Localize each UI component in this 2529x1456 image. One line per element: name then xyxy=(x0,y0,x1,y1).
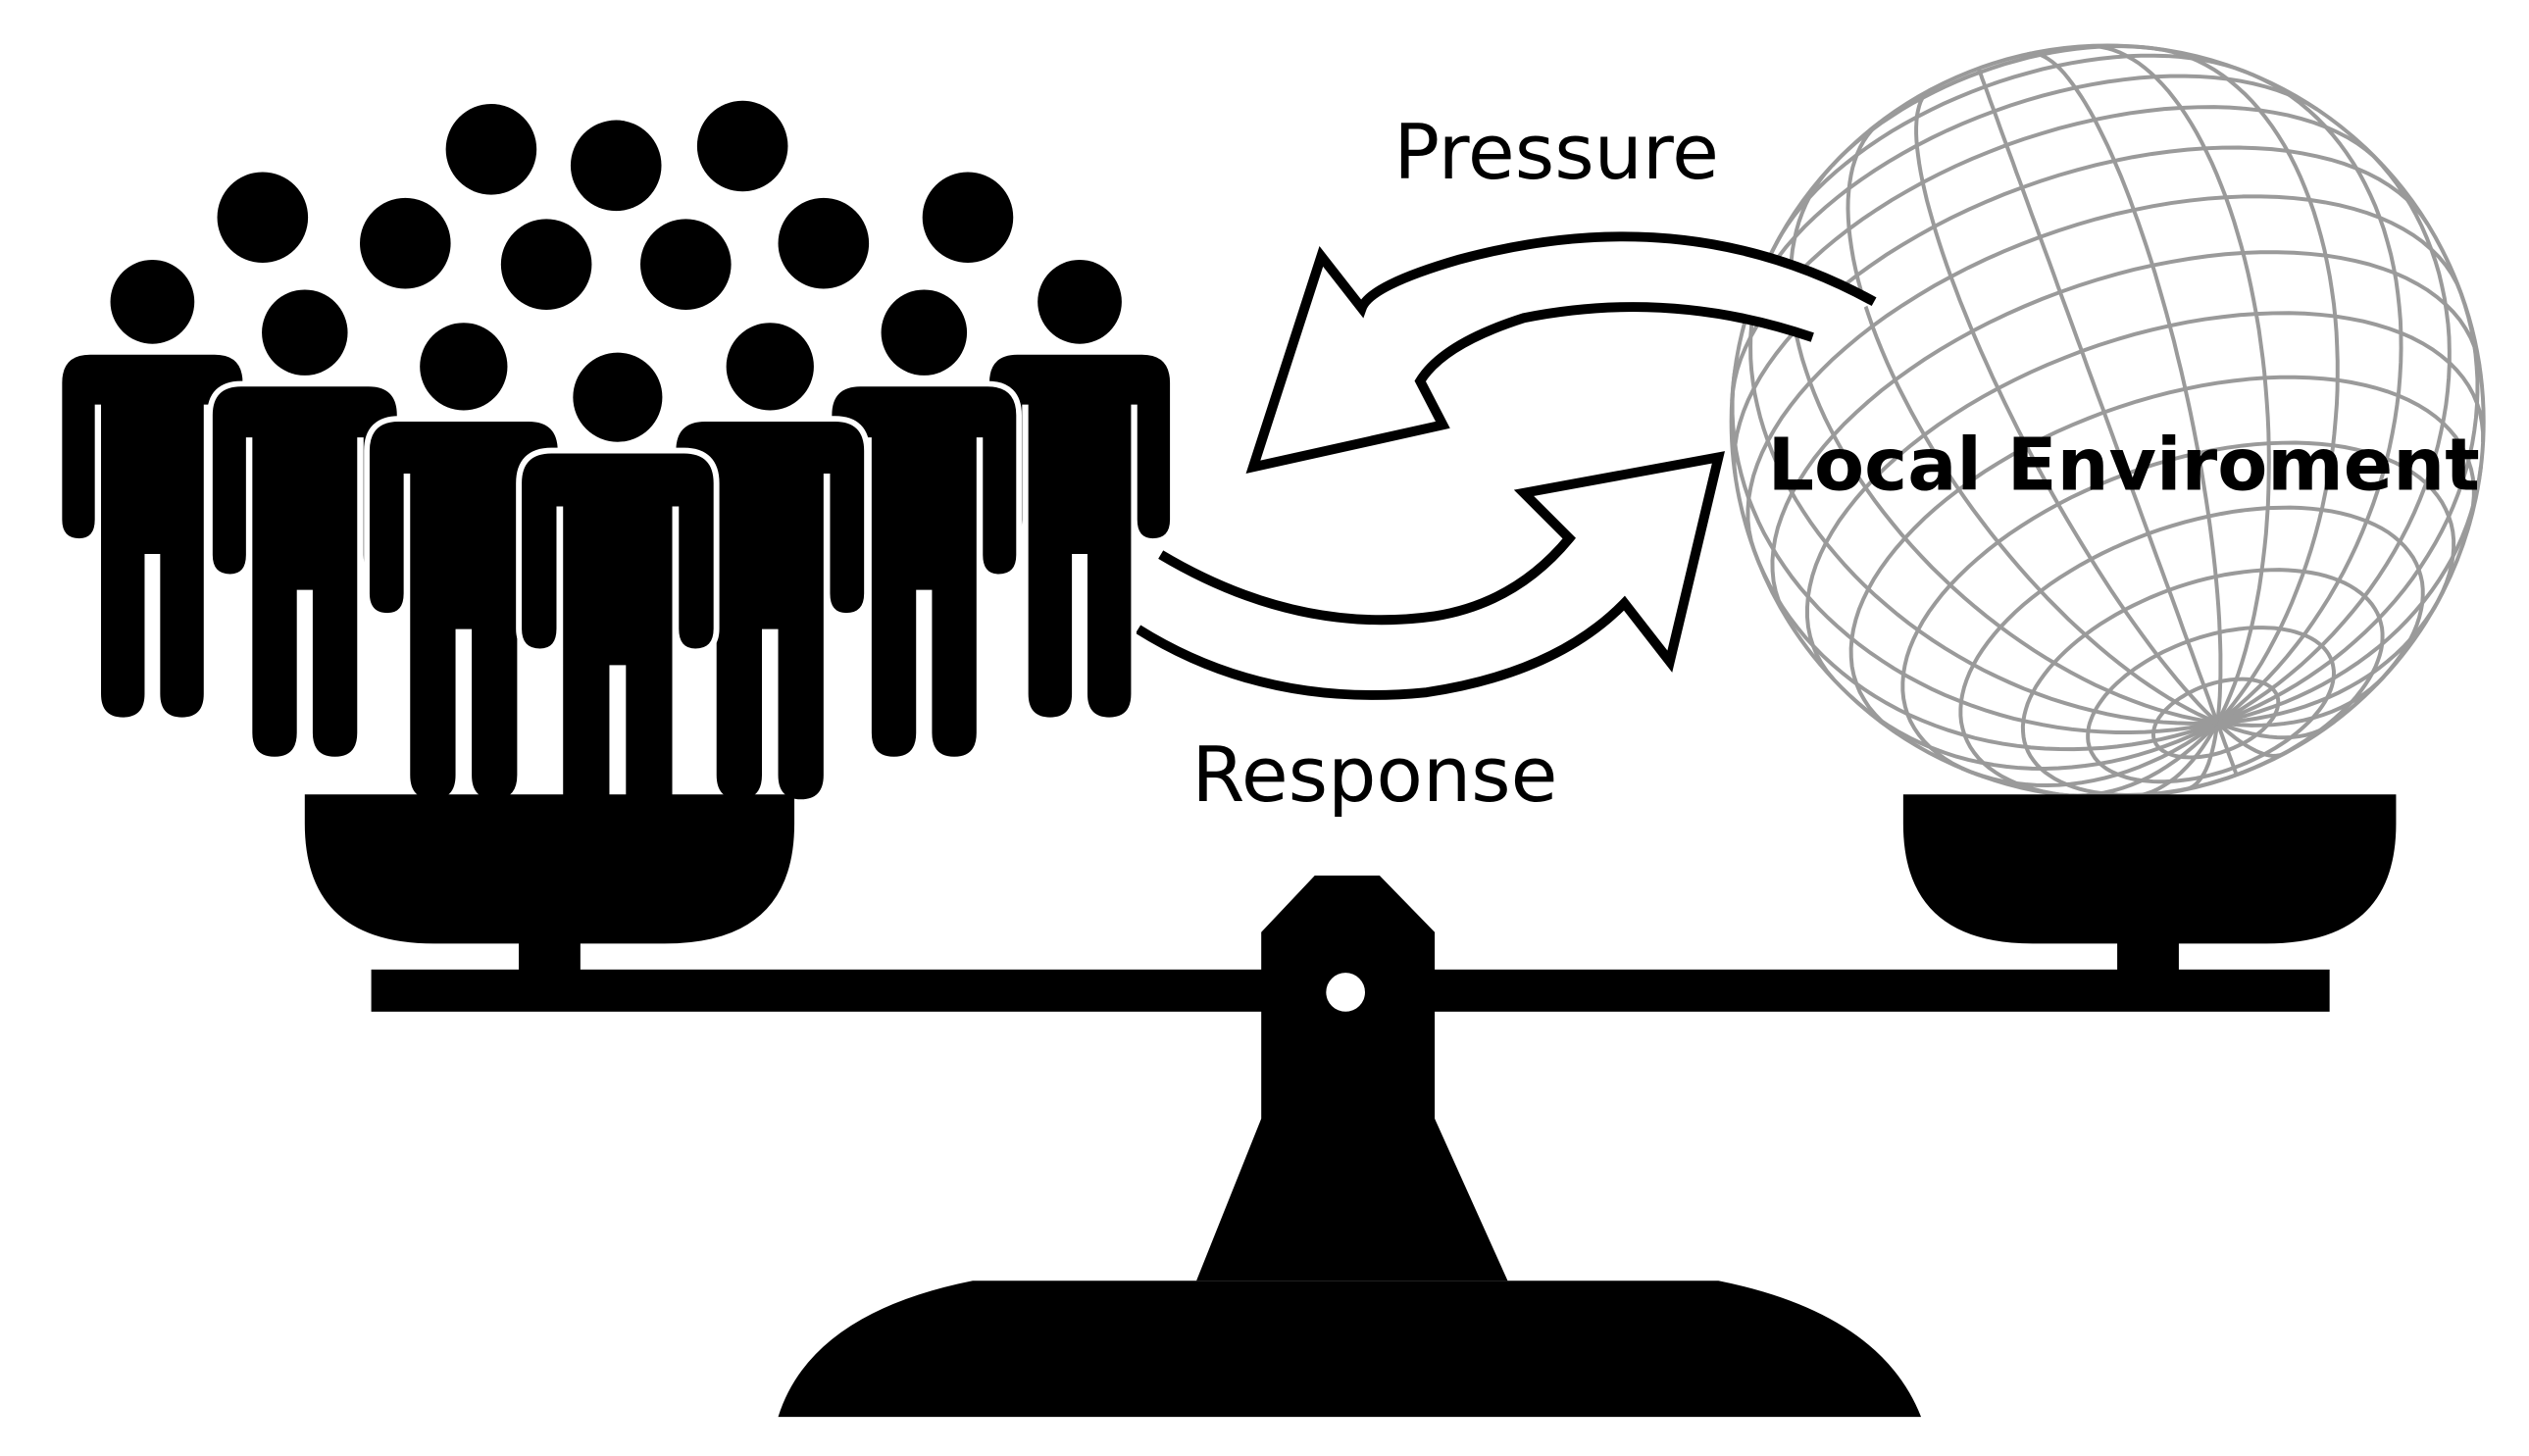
balance-scale-icon xyxy=(304,794,2397,1418)
pressure-arrow xyxy=(1245,231,1877,475)
person-head xyxy=(640,219,732,310)
people-crowd-icon xyxy=(62,100,1170,839)
person-head xyxy=(778,197,870,289)
response-arrow xyxy=(1135,451,1725,700)
person-head xyxy=(217,172,309,264)
person-head xyxy=(360,197,451,289)
globe-grid-line xyxy=(2215,722,2239,777)
globe-grid-line xyxy=(2027,51,2223,724)
globe-grid-line xyxy=(2215,721,2284,758)
globe-grid-line xyxy=(1788,166,2218,726)
globe-grid-line xyxy=(1960,721,2219,788)
scale-base xyxy=(778,1280,1922,1418)
left-scale-pan xyxy=(304,794,795,944)
person-head xyxy=(922,172,1014,264)
globe-grid-line xyxy=(2216,69,2403,725)
right-scale-pan xyxy=(1902,794,2397,944)
globe-grid-line xyxy=(2088,44,2271,725)
globe-grid-line xyxy=(1976,67,2220,724)
globe-grid-line xyxy=(1748,239,2218,726)
globe-grid-line xyxy=(2217,591,2445,726)
person-head xyxy=(445,104,537,195)
response-label: Response xyxy=(1191,731,1557,820)
globe-grid-line xyxy=(1914,87,2219,725)
local-environment-label: Local Enviroment xyxy=(1768,422,2480,507)
globe-grid-line xyxy=(2216,465,2484,726)
scale-post xyxy=(1196,875,1508,1281)
globe-grid-line xyxy=(2154,46,2340,725)
globe-grid-line xyxy=(1848,694,2219,771)
globe-grid-line xyxy=(2186,722,2220,791)
scale-pivot xyxy=(1326,973,1365,1012)
globe-grid-line xyxy=(1846,120,2219,726)
person-head xyxy=(696,100,788,192)
person-head xyxy=(500,219,592,310)
globe-grid-line xyxy=(2217,675,2386,728)
globe-grid-line xyxy=(2216,720,2336,740)
globe-grid-line xyxy=(1752,549,2218,752)
pressure-label: Pressure xyxy=(1393,109,1719,197)
globe-grid-line xyxy=(2216,291,2480,726)
globe-grid-line xyxy=(1730,365,2218,734)
globe-grid-line xyxy=(2216,137,2452,725)
globe-icon xyxy=(1729,43,2486,800)
person-head xyxy=(570,120,662,212)
